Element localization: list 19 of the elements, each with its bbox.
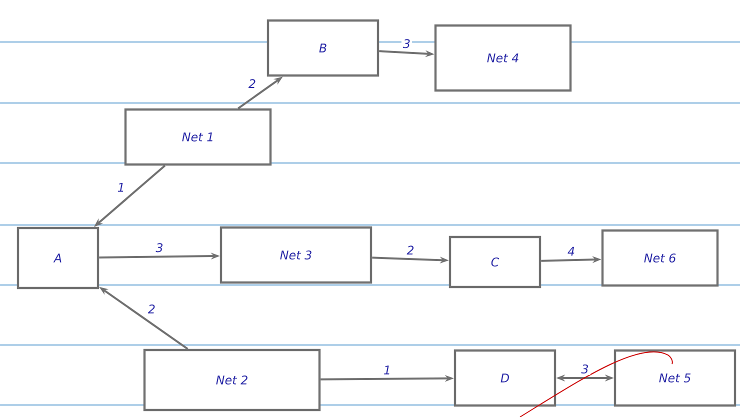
edge-label: 1 [118, 183, 124, 192]
node-box: Net 6 [601, 229, 719, 287]
node-box: A [16, 226, 100, 290]
edge-label: 1 [384, 366, 390, 374]
node-box: C [448, 236, 542, 288]
edge-label: 4 [568, 246, 574, 256]
edge-label: 3 [581, 364, 588, 374]
node-box: Net 2 [143, 348, 321, 412]
edge-label: 3 [402, 39, 410, 48]
node-box: Net 1 [124, 108, 272, 166]
node-box: Net 3 [220, 226, 372, 284]
node-box: Net 4 [434, 24, 572, 92]
edge-label: 3 [156, 243, 163, 252]
node-box: D [454, 349, 556, 407]
edge-label: 2 [406, 246, 414, 255]
edge-label: 2 [148, 304, 155, 314]
edge-label: 2 [248, 79, 256, 88]
node-box: B [266, 19, 380, 77]
node-box: Net 5 [614, 349, 736, 407]
